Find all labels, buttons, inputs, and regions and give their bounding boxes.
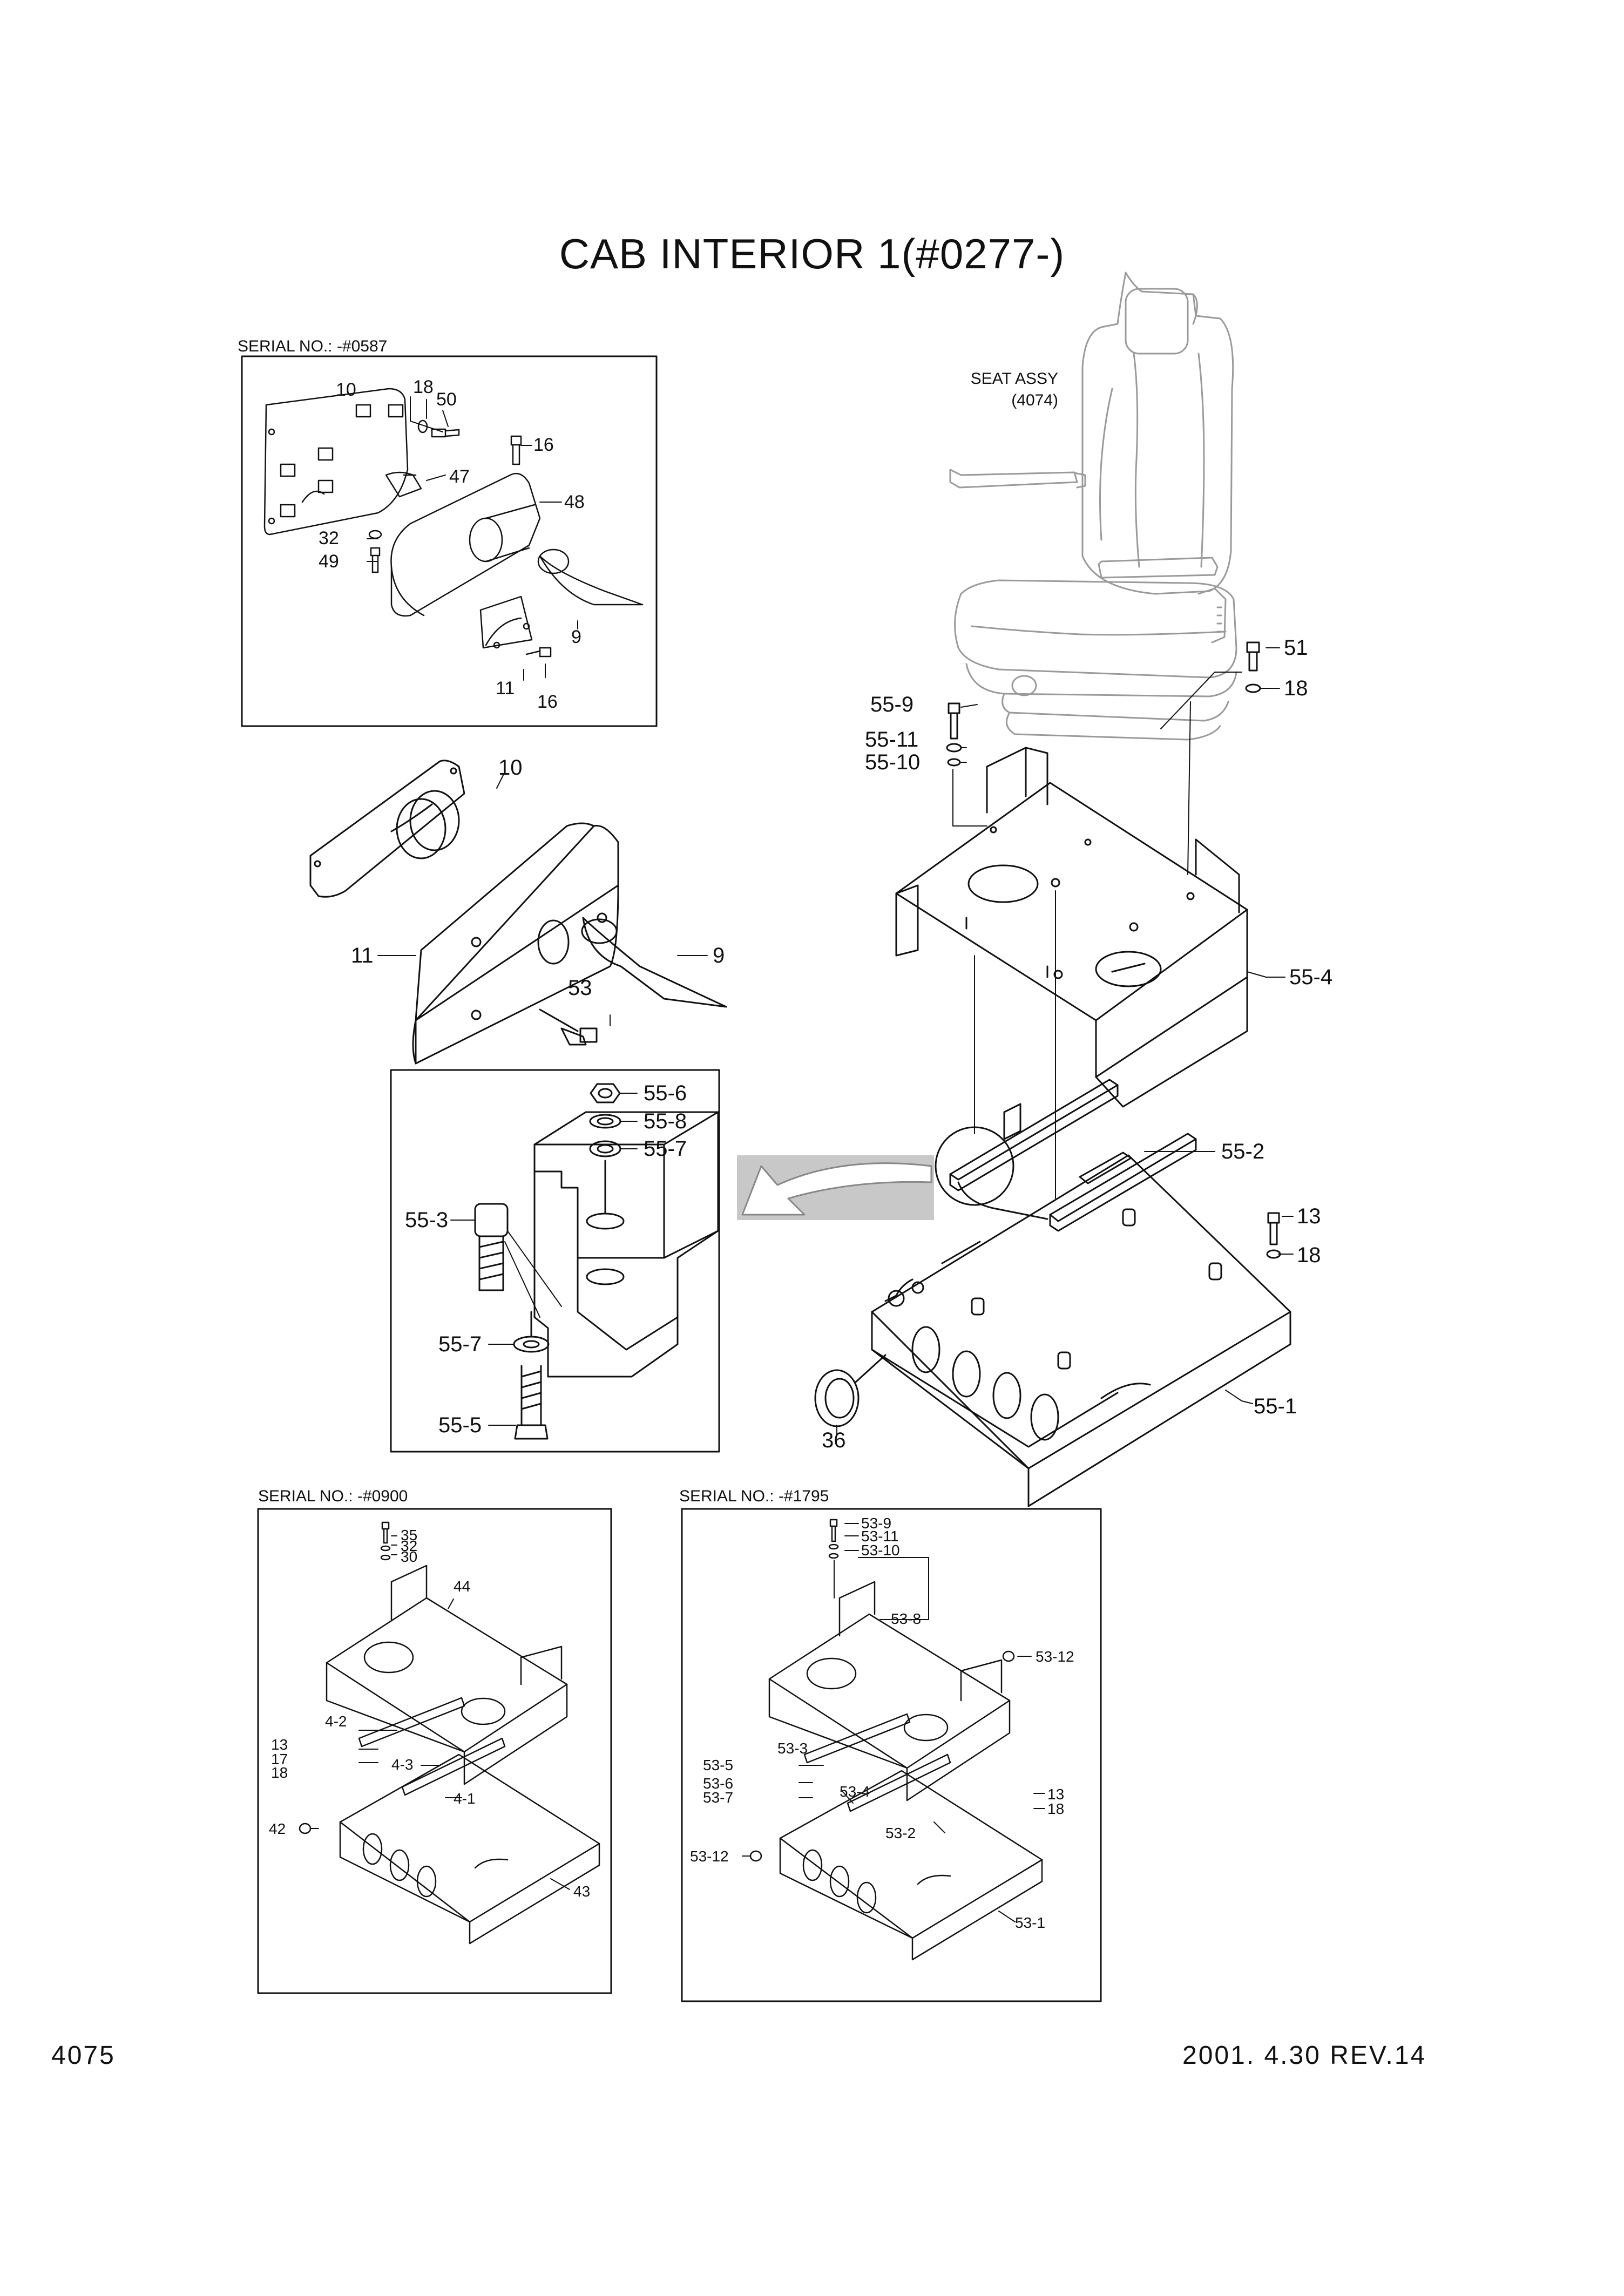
callout-label: 13	[271, 1736, 288, 1753]
callout-label: 49	[319, 551, 339, 572]
callout-label: 18	[1297, 1243, 1321, 1267]
inset-frame-1795	[681, 1508, 1102, 2002]
callout-label: 53-2	[885, 1825, 916, 1841]
revision-date: 2001. 4.30 REV.14	[1182, 2041, 1427, 2070]
serial-label-top: SERIAL NO.: -#0587	[238, 337, 388, 355]
seat-mount-bracket	[895, 747, 1248, 1108]
fasteners-main	[946, 641, 1281, 1259]
callout-label: 55-3	[405, 1208, 449, 1232]
callout-label: 16	[533, 435, 554, 455]
seat-base-plate	[871, 1154, 1291, 1507]
callout-label: 55-1	[1254, 1394, 1297, 1418]
inset-frame-detail	[390, 1069, 720, 1453]
callout-label: 53-6	[703, 1775, 734, 1792]
callout-label: 53-12	[1036, 1648, 1074, 1665]
callout-label: 44	[454, 1578, 471, 1595]
callout-label: 47	[449, 466, 470, 487]
callout-label: 50	[436, 389, 457, 410]
detail-pointer-arrow	[737, 1155, 934, 1220]
callout-label: 30	[401, 1548, 418, 1565]
callout-label: 10	[498, 756, 523, 780]
seat-assembly	[949, 272, 1237, 741]
callout-label: 55-5	[438, 1413, 482, 1437]
page-number: 4075	[51, 2041, 116, 2070]
callout-label: 35	[401, 1527, 418, 1543]
inset-frame-top	[241, 355, 658, 727]
callout-label: 53-5	[703, 1757, 734, 1773]
page-title: CAB INTERIOR 1(#0277-)	[559, 230, 1065, 277]
inset-1795-parts	[749, 1519, 1043, 1961]
callout-label: 42	[269, 1820, 286, 1837]
callout-label: 18	[1284, 676, 1308, 700]
callout-label: 53-12	[690, 1848, 729, 1865]
callout-label: 53-9	[861, 1515, 892, 1532]
callout-label: 17	[271, 1751, 288, 1767]
callout-label: 32	[319, 528, 339, 548]
callout-label: 32	[401, 1538, 418, 1554]
serial-label-0900: SERIAL NO.: -#0900	[258, 1487, 408, 1505]
callout-label: 55-2	[1221, 1140, 1265, 1163]
callout-label: 43	[573, 1883, 591, 1900]
callout-label: 55-7	[644, 1137, 687, 1161]
serial-label-1795: SERIAL NO.: -#1795	[679, 1487, 829, 1505]
callout-label: 13	[1297, 1204, 1321, 1228]
callout-label: 9	[571, 627, 581, 647]
callout-label: 53-3	[777, 1740, 808, 1757]
callout-label: 55-10	[865, 750, 921, 774]
callout-label: 55-11	[865, 728, 919, 751]
callout-label: 48	[564, 492, 585, 512]
callout-label: 13	[1047, 1786, 1065, 1803]
callout-label: 53-1	[1015, 1914, 1046, 1931]
callout-label: 53-4	[840, 1783, 870, 1800]
seat-assy-ref: (4074)	[1011, 391, 1058, 409]
leader-lines	[310, 396, 1294, 1922]
callout-label: 4-1	[454, 1790, 476, 1807]
detail-rail-assembly	[533, 1111, 719, 1378]
callout-label: 18	[413, 377, 434, 397]
detail-fasteners	[474, 1083, 621, 1440]
callout-label: 11	[496, 678, 515, 699]
inset-0900-parts	[299, 1521, 600, 1945]
callout-label: 53	[568, 976, 592, 1000]
callout-label: 53-8	[891, 1610, 922, 1627]
callout-label: 55-8	[644, 1109, 687, 1133]
callout-label: 53-10	[861, 1542, 900, 1559]
callout-label: 16	[537, 692, 558, 712]
callout-label: 18	[1047, 1800, 1065, 1817]
callout-label: 11	[351, 944, 374, 967]
console-assembly	[309, 760, 727, 1065]
callout-label: 18	[271, 1764, 288, 1781]
callout-label: 4-3	[391, 1756, 414, 1773]
ring-36	[814, 1354, 887, 1427]
callout-label: 4-2	[325, 1713, 347, 1730]
seat-assy-label: SEAT ASSY	[970, 370, 1058, 388]
callout-label: 55-4	[1289, 965, 1333, 989]
inset-frame-0900	[257, 1508, 612, 1994]
callout-label: 10	[336, 380, 356, 400]
callout-label: 36	[822, 1428, 846, 1452]
callout-label: 55-7	[438, 1332, 482, 1356]
callout-label: 51	[1284, 636, 1308, 660]
callout-label: 53-7	[703, 1789, 734, 1806]
top-inset-parts	[263, 388, 644, 658]
callout-label: 9	[713, 944, 725, 967]
callout-label: 55-9	[870, 693, 914, 716]
callout-label: 55-6	[644, 1081, 687, 1105]
callout-label: 53-11	[861, 1528, 899, 1545]
